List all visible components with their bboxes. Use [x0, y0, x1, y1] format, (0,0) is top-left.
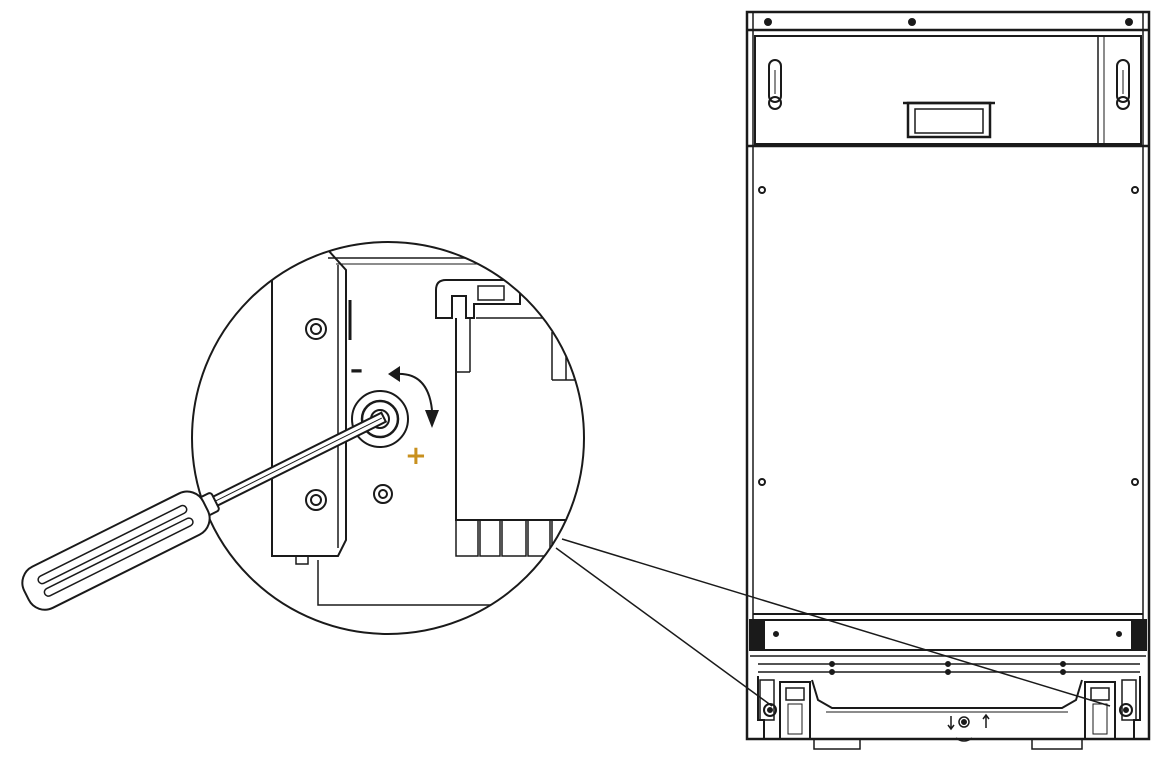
- adjust-screw-right: [1119, 703, 1133, 717]
- screwdriver-icon: [21, 411, 388, 611]
- curved-arrow-icon: [388, 366, 439, 428]
- magnified-detail: [191, 241, 585, 635]
- minus-label: –: [350, 355, 363, 385]
- rear-foot-adjuster: [947, 713, 990, 742]
- keyhole-slot-left: [768, 59, 782, 110]
- hook-clip: [435, 279, 521, 319]
- foot-right: [1084, 681, 1116, 740]
- foot-left: [779, 681, 811, 740]
- door-panel: [747, 144, 1149, 615]
- upper-mounting-panel: [754, 35, 1142, 145]
- top-mounting-strip: [747, 18, 1149, 32]
- callout-leader-lines: [555, 538, 1111, 707]
- door-handle: [903, 101, 995, 139]
- plinth-assembly: [749, 619, 1147, 750]
- plus-label: +: [405, 441, 427, 471]
- keyhole-slot-right: [1116, 59, 1130, 110]
- dishwasher-front-view: [745, 10, 1151, 750]
